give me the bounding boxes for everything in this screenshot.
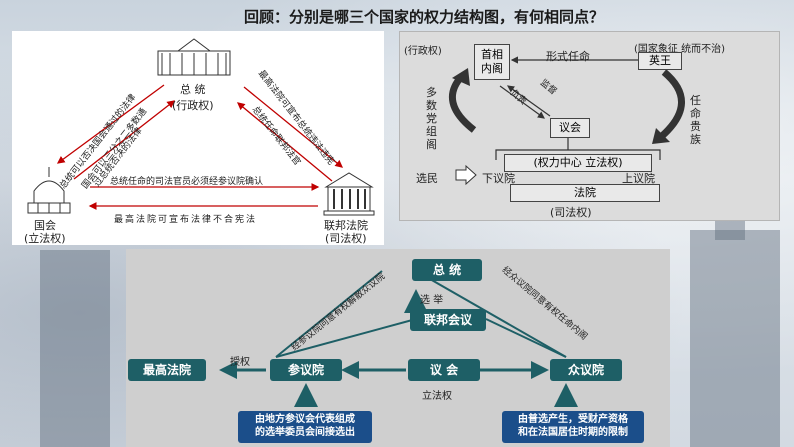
usa-court-label: 联邦法院	[324, 219, 368, 232]
court-building-icon	[323, 172, 375, 216]
uk-symbol-label: (国家象征 统而不治)	[634, 44, 725, 55]
uk-voters-label: 选民	[416, 172, 438, 185]
uk-judicial-label: (司法权)	[550, 206, 592, 219]
capitol-icon	[27, 167, 71, 214]
third-council-states-box: 参议院	[270, 359, 342, 381]
uk-appoint-nobles-label: 任命贵族	[690, 94, 701, 146]
uk-power-center-label: (权力中心 立法权)	[533, 156, 623, 169]
third-supreme-court-box: 最高法院	[128, 359, 206, 381]
uk-majority-party-label: 多数党组阁	[426, 86, 437, 151]
third-legislative-label: 立法权	[422, 391, 452, 402]
uk-executive-label: (行政权)	[404, 46, 442, 57]
uk-parliament-label: 议会	[559, 121, 581, 134]
usa-president-label: 总 统	[180, 83, 206, 96]
third-national-council-label: 众议院	[567, 363, 604, 377]
third-note-left: 由地方参议会代表组成 的选举委员会间接选出	[238, 411, 372, 443]
uk-lower-house-label: 下议院	[482, 172, 515, 185]
third-national-council-box: 众议院	[550, 359, 622, 381]
third-note-right: 由普选产生，受财产资格 和在法国居住时期的限制	[502, 411, 644, 443]
background-tower-left	[40, 250, 110, 447]
third-note-right-line1: 由普选产生，受财产资格	[518, 414, 628, 425]
third-note-left-line1: 由地方参议会代表组成	[255, 414, 355, 425]
uk-court-label: 法院	[574, 186, 596, 199]
third-election-label: 选 举	[420, 295, 444, 306]
uk-court-box: 法院	[510, 184, 660, 202]
third-federal-council-box: 联邦会议	[410, 309, 486, 331]
uk-diagram-panel: (行政权) 首相内阁 形式任命 (国家象征 统而不治) 英王 多数党组阁 负责 …	[399, 31, 780, 221]
usa-diagram-panel: 总 统 (行政权) 国会 (立法权) 联邦法院 (司法权) 总统可以否决国会通过…	[12, 31, 384, 245]
usa-senate-confirm-text: 总统任命的司法官员必须经参议院确认	[110, 177, 264, 187]
uk-cabinet-box: 首相内阁	[474, 44, 510, 80]
background-tower-right	[690, 230, 780, 447]
third-council-states-label: 参议院	[287, 363, 324, 377]
uk-parliament-box: 议会	[550, 118, 590, 138]
uk-monarch-label: 英王	[649, 54, 671, 67]
third-arrows	[219, 270, 578, 407]
uk-monarch-box: 英王	[638, 52, 682, 70]
third-president-box: 总 统	[412, 259, 482, 281]
uk-formal-appoint-label: 形式任命	[546, 50, 590, 63]
usa-legislative-label: (立法权)	[24, 232, 66, 245]
usa-arrows	[27, 38, 375, 216]
third-assembly-box: 议 会	[408, 359, 480, 381]
uk-arrows	[449, 56, 685, 186]
uk-cabinet-label: 首相内阁	[481, 48, 503, 75]
third-supreme-court-label: 最高法院	[142, 363, 191, 377]
white-house-icon	[157, 38, 231, 76]
third-assembly-label: 议 会	[429, 363, 459, 377]
third-president-label: 总 统	[432, 263, 462, 277]
third-note-left-line2: 的选举委员会间接选出	[255, 427, 355, 438]
usa-court-strike-text: 最高法院可宣布法律不合宪法	[114, 215, 258, 225]
third-authorize-label: 授权	[230, 357, 250, 368]
usa-congress-label: 国会	[34, 219, 56, 232]
uk-upper-house-label: 上议院	[622, 172, 655, 185]
usa-judicial-label: (司法权)	[325, 232, 367, 245]
third-note-right-line2: 和在法国居住时期的限制	[518, 427, 628, 438]
third-diagram-panel: 总 统 选 举 联邦会议 最高法院 授权 参议院 议 会 立法权 众议院 经参议…	[126, 249, 670, 447]
usa-executive-label: (行政权)	[172, 99, 214, 112]
third-federal-council-label: 联邦会议	[423, 313, 472, 327]
uk-power-center-box: (权力中心 立法权)	[504, 154, 652, 172]
page-title: 回顾：分别是哪三个国家的权力结构图，有何相同点？	[243, 8, 604, 26]
